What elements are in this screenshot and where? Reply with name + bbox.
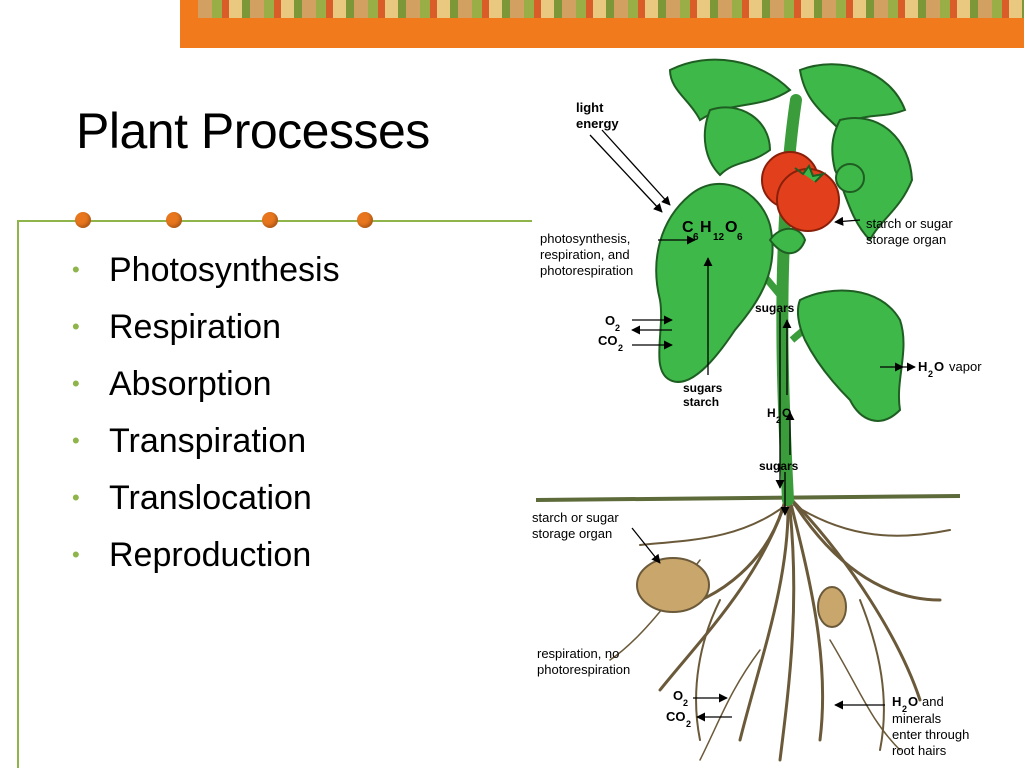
label-starch: starch (683, 395, 719, 409)
bullet-text: Photosynthesis (109, 251, 340, 289)
label-root-co2: CO 2 (666, 709, 691, 729)
svg-text:O: O (725, 219, 737, 236)
leaf-cluster (655, 58, 914, 422)
frame-left-line (17, 220, 19, 768)
bullet-item: • Translocation (72, 476, 340, 533)
potato-tuber (636, 557, 710, 613)
svg-text:H: H (892, 694, 901, 709)
bullet-item: • Transpiration (72, 419, 340, 476)
label-light: light (576, 100, 604, 115)
bullet-marker: • (72, 485, 80, 510)
svg-text:CO: CO (666, 709, 686, 724)
tomato-fruit (761, 151, 865, 232)
bullet-item: • Photosynthesis (72, 248, 340, 305)
bullet-text: Respiration (109, 308, 281, 346)
svg-text:H: H (700, 219, 712, 236)
label-storage-root-2: storage organ (532, 526, 612, 541)
decorative-dot (357, 212, 373, 228)
decorative-dot (262, 212, 278, 228)
svg-text:2: 2 (618, 343, 623, 353)
svg-text:CO: CO (598, 333, 618, 348)
plant-stem (776, 94, 802, 506)
label-photosynthesis: photosynthesis, (540, 231, 630, 246)
bullet-list: • Photosynthesis • Respiration • Absorption… (72, 248, 340, 590)
label-o2: O 2 (605, 313, 620, 333)
label-root-o2: O 2 (673, 688, 688, 708)
svg-text:O: O (934, 359, 944, 374)
arrows (589, 129, 916, 722)
svg-text:O: O (782, 406, 791, 420)
label-storage-top-1: starch or sugar (866, 216, 953, 231)
label-respiration-root-2: photorespiration (537, 662, 630, 677)
svg-text:minerals: minerals (892, 711, 942, 726)
label-respiration: respiration, and (540, 247, 630, 262)
bullet-marker: • (72, 257, 80, 282)
bullet-text: Transpiration (109, 422, 307, 460)
bullet-text: Absorption (109, 365, 272, 403)
label-respiration-root-1: respiration, no (537, 646, 619, 661)
svg-text:2: 2 (683, 698, 688, 708)
label-water-minerals: H 2 O and minerals enter through root ha… (892, 694, 969, 758)
bullet-item: • Respiration (72, 305, 340, 362)
svg-text:2: 2 (776, 415, 781, 425)
svg-text:2: 2 (928, 369, 933, 379)
bullet-marker: • (72, 428, 80, 453)
label-co2: CO 2 (598, 333, 623, 353)
svg-text:O: O (673, 688, 683, 703)
svg-text:vapor: vapor (949, 359, 982, 374)
root-system (609, 498, 951, 762)
svg-text:C: C (682, 219, 694, 236)
banner-decoration (198, 0, 1024, 18)
label-storage-root-1: starch or sugar (532, 510, 619, 525)
svg-text:O: O (605, 313, 615, 328)
bullet-item: • Absorption (72, 362, 340, 419)
decorative-dot (75, 212, 91, 228)
bullet-text: Reproduction (109, 536, 312, 574)
label-energy: energy (576, 116, 619, 131)
svg-text:H: H (767, 406, 776, 420)
slide-title: Plant Processes (76, 103, 430, 159)
bullet-item: • Reproduction (72, 533, 340, 590)
bullet-marker: • (72, 542, 80, 567)
label-sugars: sugars (683, 381, 723, 395)
plant-diagram: light energy photosynthesis, respiration… (532, 58, 982, 762)
bullet-marker: • (72, 314, 80, 339)
soil-line (535, 494, 961, 502)
label-sugars-stem: sugars (755, 301, 795, 315)
diagram-labels: light energy photosynthesis, respiration… (532, 100, 982, 758)
label-storage-top-2: storage organ (866, 232, 946, 247)
svg-text:12: 12 (713, 232, 725, 243)
svg-text:enter through: enter through (892, 727, 969, 742)
svg-text:6: 6 (693, 232, 699, 243)
bullet-marker: • (72, 371, 80, 396)
svg-text:H: H (918, 359, 927, 374)
decorative-dot (166, 212, 182, 228)
bullet-text: Translocation (109, 479, 312, 517)
label-sugars-lower: sugars (759, 459, 799, 473)
svg-text:and: and (922, 694, 944, 709)
svg-text:6: 6 (737, 232, 743, 243)
svg-text:O: O (908, 694, 918, 709)
glucose-formula: C 6 H 12 O 6 (682, 219, 743, 243)
potato-tuber (817, 586, 847, 628)
svg-text:2: 2 (615, 323, 620, 333)
label-vapor: H 2 O vapor (918, 359, 982, 379)
label-photorespiration: photorespiration (540, 263, 633, 278)
label-water-stem: H 2 O (767, 406, 791, 425)
svg-text:root hairs: root hairs (892, 743, 947, 758)
svg-text:2: 2 (902, 704, 907, 714)
svg-text:2: 2 (686, 719, 691, 729)
